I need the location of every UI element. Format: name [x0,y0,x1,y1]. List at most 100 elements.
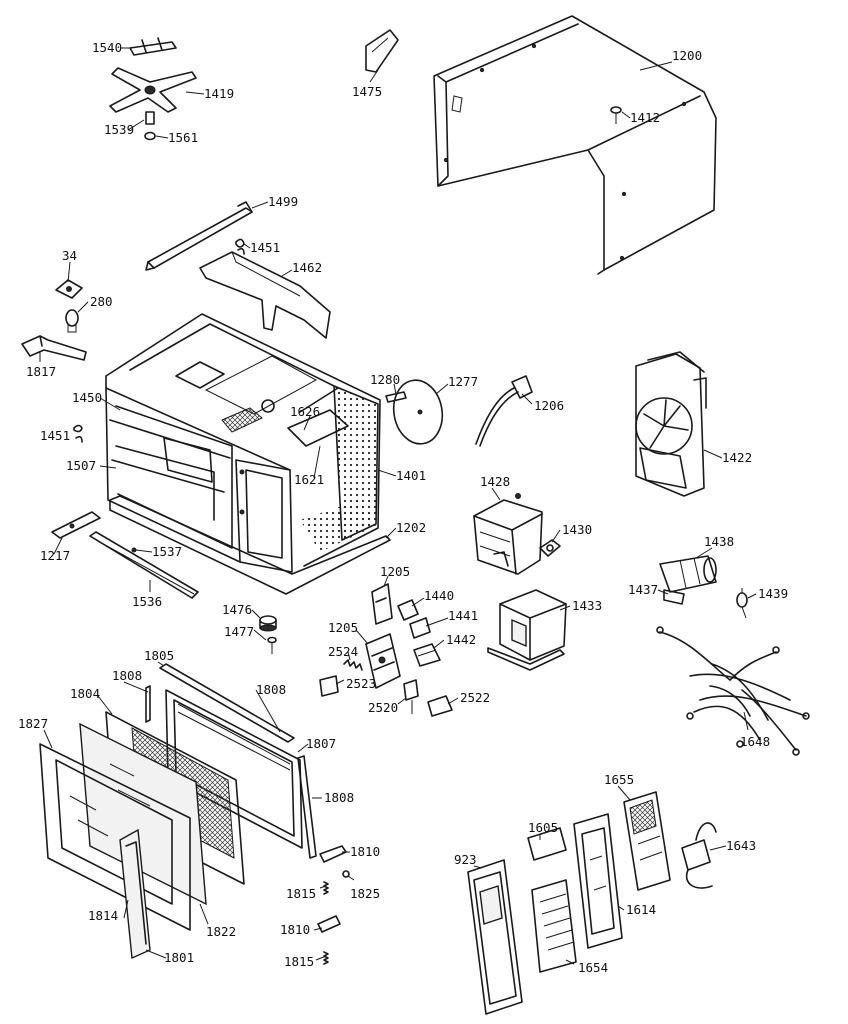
part-1440-switch [397,599,419,621]
part-1808-door-strip-right [297,755,317,859]
part-1815-spring-upper [323,881,329,895]
part-1539-1561-small-parts [144,111,156,141]
part-1808-door-strip-top [145,685,151,723]
label-1442: 1442 [446,632,476,647]
label-2524: 2524 [328,644,358,659]
label-1815-a: 1815 [286,886,316,901]
part-1540-clip [129,37,177,56]
label-1626: 1626 [290,404,320,419]
label-1561: 1561 [168,130,198,145]
label-1439: 1439 [758,586,788,601]
part-1499-bracket [145,201,253,271]
part-1825-pin [342,870,350,878]
label-1433: 1433 [572,598,602,613]
label-1537: 1537 [152,544,182,559]
part-1815-spring-lower [323,951,329,965]
label-1499: 1499 [268,194,298,209]
part-1655-circuit-board [623,791,671,891]
label-1205-upper: 1205 [380,564,410,579]
label-1441: 1441 [448,608,478,623]
part-1433-transformer [487,589,567,671]
label-1422: 1422 [722,450,752,465]
part-34-lamp-socket [55,279,83,299]
label-1430: 1430 [562,522,592,537]
part-1412-screw [610,106,622,124]
label-2523: 2523 [346,676,376,691]
part-1428-magnetron [473,493,543,575]
label-1540: 1540 [92,40,122,55]
label-1605: 1605 [528,820,558,835]
label-1205-lower: 1205 [328,620,358,635]
part-1827-door-frame [39,743,191,931]
label-1810-b: 1810 [280,922,310,937]
label-1825: 1825 [350,886,380,901]
label-1801: 1801 [164,950,194,965]
label-1827: 1827 [18,716,48,731]
label-1451-top: 1451 [250,240,280,255]
label-1437: 1437 [628,582,658,597]
part-1814-door-handle [119,828,151,960]
part-1205-interlock-upper [371,583,393,625]
label-1476: 1476 [222,602,252,617]
part-1205-interlock-lower [365,633,401,689]
part-1648-wire-harness [656,626,810,756]
label-1815-b: 1815 [284,954,314,969]
label-1536: 1536 [132,594,162,609]
label-1808-b: 1808 [256,682,286,697]
part-1536-choke-strip [89,531,199,599]
part-1442-switch [413,643,441,667]
label-1655: 1655 [604,772,634,787]
label-1539: 1539 [104,122,134,137]
label-1277: 1277 [448,374,478,389]
label-1507: 1507 [66,458,96,473]
label-1200: 1200 [672,48,702,63]
label-1805: 1805 [144,648,174,663]
part-1422-fan-housing [635,351,707,497]
part-280-lamp-bulb [65,309,79,333]
part-1810-latch-hook-upper [319,845,347,863]
part-1817-hinge [21,335,87,361]
part-1217-bracket [51,511,101,539]
part-1451-clip-left [73,424,83,443]
label-1814: 1814 [88,908,118,923]
part-1419-turntable-support [109,67,197,113]
part-1277-stirrer-cover [392,379,444,445]
part-1280-stirrer-pin [385,391,407,403]
label-1621: 1621 [294,472,324,487]
part-1810-latch-hook-lower [317,915,341,933]
label-1419: 1419 [204,86,234,101]
part-2522-plate [427,695,453,717]
part-1441-switch [409,617,431,639]
label-2520: 2520 [368,700,398,715]
label-1475: 1475 [352,84,382,99]
label-1217: 1217 [40,548,70,563]
part-1462-air-duct [199,251,331,339]
label-2522: 2522 [460,690,490,705]
label-1462: 1462 [292,260,322,275]
label-923: 923 [454,852,477,867]
part-number-labels: 1540 1419 1539 1561 1475 1200 1412 1499 … [18,40,788,975]
part-2520-lever [403,679,419,714]
part-1430-thermal-cutout [539,539,561,557]
label-1428: 1428 [480,474,510,489]
label-280: 280 [90,294,113,309]
part-1438-capacitor [659,555,717,593]
part-1439-diode [736,588,748,619]
label-1440: 1440 [424,588,454,603]
label-1648: 1648 [740,734,770,749]
part-923-control-panel [467,859,523,1015]
label-1401: 1401 [396,468,426,483]
part-1401-oven-chassis [105,313,391,595]
label-1643: 1643 [726,838,756,853]
leader-lines [39,47,757,965]
label-1280: 1280 [370,372,400,387]
label-34: 34 [62,248,77,263]
part-1206-power-cord [475,375,533,447]
label-1810-a: 1810 [350,844,380,859]
label-1477: 1477 [224,624,254,639]
part-1476-foot [259,615,277,632]
label-1822: 1822 [206,924,236,939]
part-1643-relay [681,822,717,889]
part-1805-door-strip [159,663,295,743]
